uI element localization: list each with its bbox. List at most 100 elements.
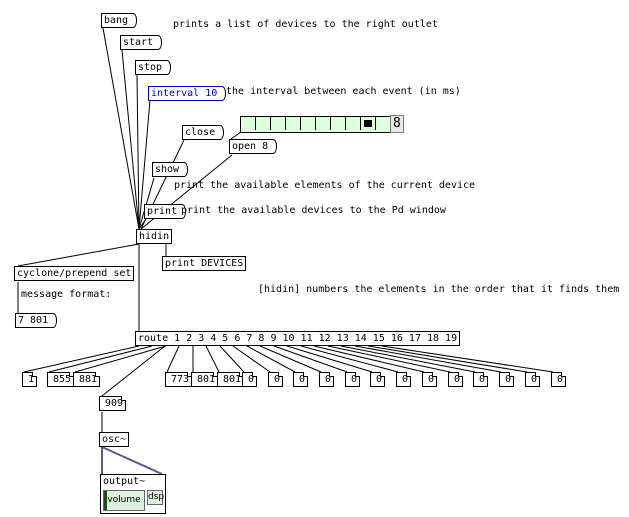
route-number-value: 801 [223,374,242,385]
radio-cell[interactable] [346,117,361,130]
print-message[interactable]: print [144,204,187,219]
stop-message-label: stop [138,62,163,73]
route-cord [219,345,245,373]
route-cord [340,345,476,373]
start-message-label: start [123,37,154,48]
route-to-frequency-cord [101,345,166,397]
comment-message-format: message format: [21,289,112,300]
route-number-value: 881 [79,374,98,385]
bang-message[interactable]: bang [101,13,138,28]
route-cord [166,345,180,373]
cord-show-hidin [138,177,155,230]
route-number-box[interactable]: 773 [165,372,193,387]
route-object-label: route 1 2 3 4 5 6 7 8 9 10 11 12 13 14 1… [138,333,458,344]
comment-numbering: [hidin] numbers the elements in the orde… [258,284,620,295]
print-devices-object[interactable]: print DEVICES [162,256,247,271]
cord-bang-hidin [102,27,140,230]
route-cord [367,345,528,373]
hidin-object[interactable]: hidin [136,229,173,244]
radio-cell[interactable] [376,117,390,130]
interval-message[interactable]: interval 10 [148,86,227,101]
dsp-toggle[interactable]: dsp [147,490,165,505]
route-cord [313,345,425,373]
comment-bang: prints a list of devices to the right ou… [173,19,438,30]
route-cord [259,345,322,373]
route-cord [286,345,373,373]
interval-message-label: interval 10 [151,88,218,99]
volume-label: volume [107,495,141,505]
close-message[interactable]: close [182,125,225,140]
hidin-object-label: hidin [139,231,170,242]
print-message-label: print [147,206,178,217]
result-message-label: 7 801 [18,315,49,326]
route-cord [205,345,220,373]
route-number-value: 0 [376,374,383,385]
route-cord [273,345,348,373]
route-number-box[interactable]: 0 [396,372,412,387]
route-number-box[interactable]: 0 [473,372,489,387]
route-number-box[interactable]: 0 [319,372,335,387]
route-number-box[interactable]: 881 [73,372,101,387]
device-radio[interactable] [240,116,391,133]
route-number-value: 0 [402,374,409,385]
prepend-object-label: cyclone/prepend set [17,268,132,279]
radio-cell[interactable] [256,117,271,130]
cord-start-hidin [121,49,140,230]
radio-cell[interactable] [316,117,331,130]
osc-object[interactable]: osc~ [99,432,130,447]
volume-slider[interactable]: volume [103,490,145,511]
cord-stop-hidin [136,74,140,230]
route-cord [48,345,153,373]
cord-radio-open [230,131,242,140]
signal-cord-right [101,446,163,475]
bang-message-label: bang [104,15,129,26]
route-number-box[interactable]: 0 [345,372,361,387]
comment-show: print the available elements of the curr… [174,180,476,191]
route-number-box[interactable]: 0 [242,372,258,387]
print-devices-object-label: print DEVICES [165,258,244,269]
route-number-value: 0 [531,374,538,385]
dsp-label: dsp [148,492,165,502]
route-number-value: 0 [454,374,461,385]
route-number-box[interactable]: 0 [422,372,438,387]
radio-cell[interactable] [331,117,346,130]
radio-cell[interactable] [241,117,256,130]
stop-message[interactable]: stop [135,60,172,75]
route-number-box[interactable]: 0 [370,372,386,387]
close-message-label: close [185,127,216,138]
route-number-box[interactable]: 0 [525,372,541,387]
route-number-box[interactable]: 0 [551,372,567,387]
output-abstraction: output~ volume dsp [100,474,166,514]
radio-cell[interactable] [286,117,301,130]
osc-frequency-number[interactable]: 909 [99,396,127,411]
route-number-value: 0 [248,374,255,385]
route-number-box[interactable]: 801 [217,372,245,387]
result-message[interactable]: 7 801 [15,313,58,328]
route-object[interactable]: route 1 2 3 4 5 6 7 8 9 10 11 12 13 14 1… [135,331,461,346]
route-number-box[interactable]: 0 [448,372,464,387]
route-number-box[interactable]: 0 [499,372,515,387]
route-cord [246,345,296,373]
start-message[interactable]: start [120,35,163,50]
radio-cell[interactable] [271,117,286,130]
osc-object-label: osc~ [102,434,127,445]
show-message[interactable]: show [152,162,189,177]
route-cord [327,345,451,373]
prepend-object[interactable]: cyclone/prepend set [14,266,135,281]
route-number-box[interactable]: 855 [47,372,75,387]
route-cord [74,345,167,373]
show-message-label: show [155,164,180,175]
route-number-value: 0 [557,374,564,385]
route-number-value: 0 [274,374,281,385]
route-cord [300,345,399,373]
route-number-box[interactable]: 1 [22,372,38,387]
route-number-box[interactable]: 801 [191,372,219,387]
radio-cell[interactable] [361,117,376,130]
open-message[interactable]: open 8 [229,139,278,154]
route-cord [232,345,271,373]
radio-cell[interactable] [301,117,316,130]
output-title: output~ [103,476,146,487]
route-number-box[interactable]: 0 [293,372,309,387]
route-number-box[interactable]: 0 [268,372,284,387]
